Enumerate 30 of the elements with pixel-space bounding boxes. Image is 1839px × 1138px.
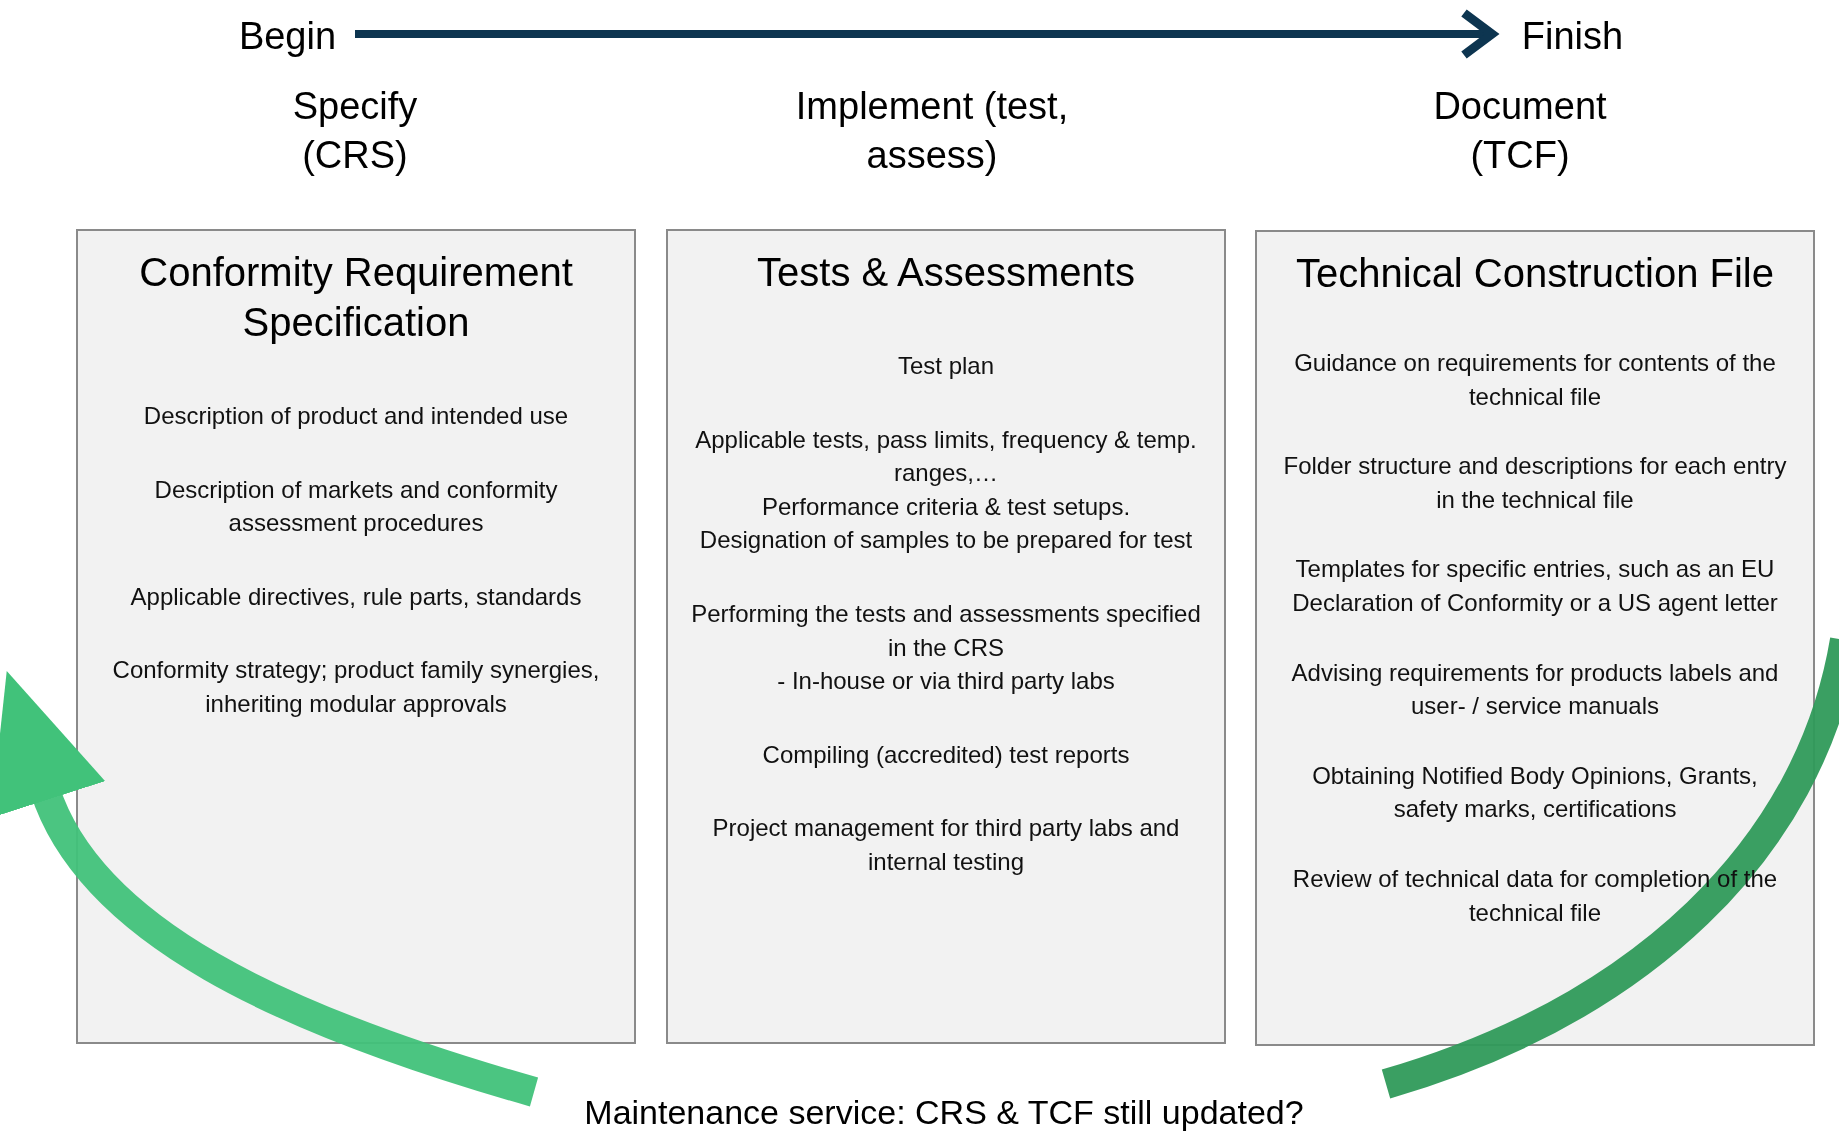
column-panel [1255, 230, 1815, 1046]
panel-item: - In-house or via third party labs [777, 666, 1115, 697]
panel-item: Applicable tests, pass limits, frequency & temp. ranges,… [694, 424, 1198, 489]
panel-item: Description of markets and conformity assessment procedures [153, 474, 559, 539]
flow-label: Maintenance service: CRS & TCF still updated? [584, 1091, 1304, 1133]
panel-item: Applicable directives, rule parts, standards [130, 581, 582, 612]
phase-heading: Specify (CRS) [291, 84, 419, 179]
panel-item: Obtaining Notified Body Opinions, Grants, safety marks, certifications [1311, 760, 1759, 825]
panel-item: Templates for specific entries, such as an EU Declaration of Conformity or a US agent letter [1291, 554, 1779, 618]
phase-heading: Document (TCF) [1432, 84, 1608, 179]
panel-title: Technical Construction File [1296, 250, 1774, 297]
panel-item: Compiling (accredited) test reports [762, 739, 1130, 770]
panel-title: Conformity Requirement Specification [138, 249, 574, 346]
column-panel [666, 229, 1226, 1044]
column-panel [76, 229, 636, 1044]
panel-item: Performing the tests and assessments specified in the CRS [690, 598, 1202, 663]
panel-title: Tests & Assessments [757, 249, 1135, 296]
flow-label: Begin [238, 13, 337, 59]
phase-heading: Implement (test, assess) [794, 84, 1070, 179]
panel-item: Designation of samples to be prepared for test [699, 525, 1193, 556]
panel-item: Advising requirements for products labels and user- / service manuals [1290, 657, 1780, 722]
panel-item: Project management for third party labs and internal testing [711, 813, 1181, 877]
flow-label: Finish [1521, 13, 1624, 59]
panel-item: Test plan [897, 351, 995, 381]
panel-item: Folder structure and descriptions for each entry in the technical file [1282, 451, 1788, 515]
curved-arrow [0, 674, 539, 1107]
panel-item: Guidance on requirements for contents of the technical file [1293, 348, 1777, 412]
panel-item: Performance criteria & test setups. [761, 491, 1131, 522]
panel-item: Conformity strategy; product family synergies, inheriting modular approvals [111, 655, 601, 719]
panel-item: Description of product and intended use [143, 401, 569, 431]
